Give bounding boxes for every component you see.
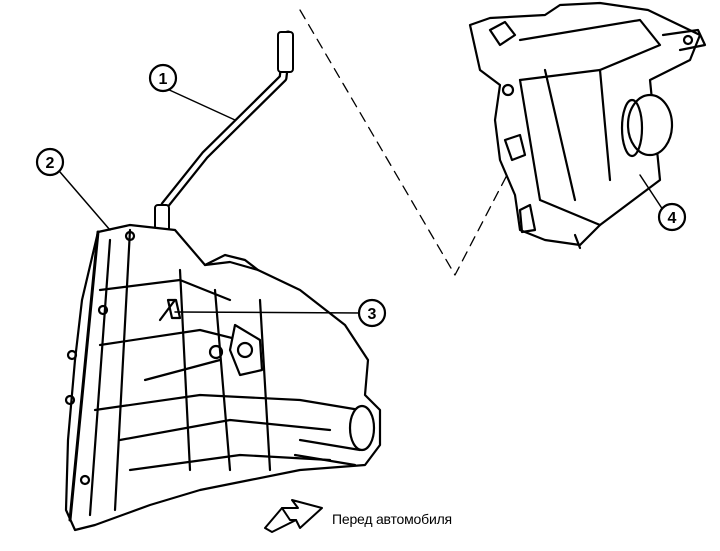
front-of-vehicle-caption: Перед автомобиля bbox=[332, 511, 452, 527]
air-cleaner-housing bbox=[468, 1, 707, 250]
leader-lines bbox=[59, 87, 666, 314]
svg-text:4: 4 bbox=[668, 210, 677, 227]
svg-text:2: 2 bbox=[46, 155, 55, 172]
callout-4: 4 bbox=[657, 202, 687, 232]
callout-3: 3 bbox=[357, 298, 387, 328]
callout-1: 1 bbox=[148, 63, 178, 93]
front-arrow-icon bbox=[264, 499, 323, 533]
callout-2: 2 bbox=[35, 147, 65, 177]
leader-line-3 bbox=[174, 311, 363, 314]
leader-line-2 bbox=[59, 171, 111, 231]
leader-line-4 bbox=[639, 174, 666, 214]
dashed-guide-lines bbox=[299, 9, 521, 276]
svg-text:3: 3 bbox=[368, 306, 377, 323]
transmission-case bbox=[64, 223, 382, 532]
breather-hose bbox=[154, 30, 294, 237]
svg-text:1: 1 bbox=[159, 71, 168, 88]
leader-line-1 bbox=[164, 87, 236, 121]
